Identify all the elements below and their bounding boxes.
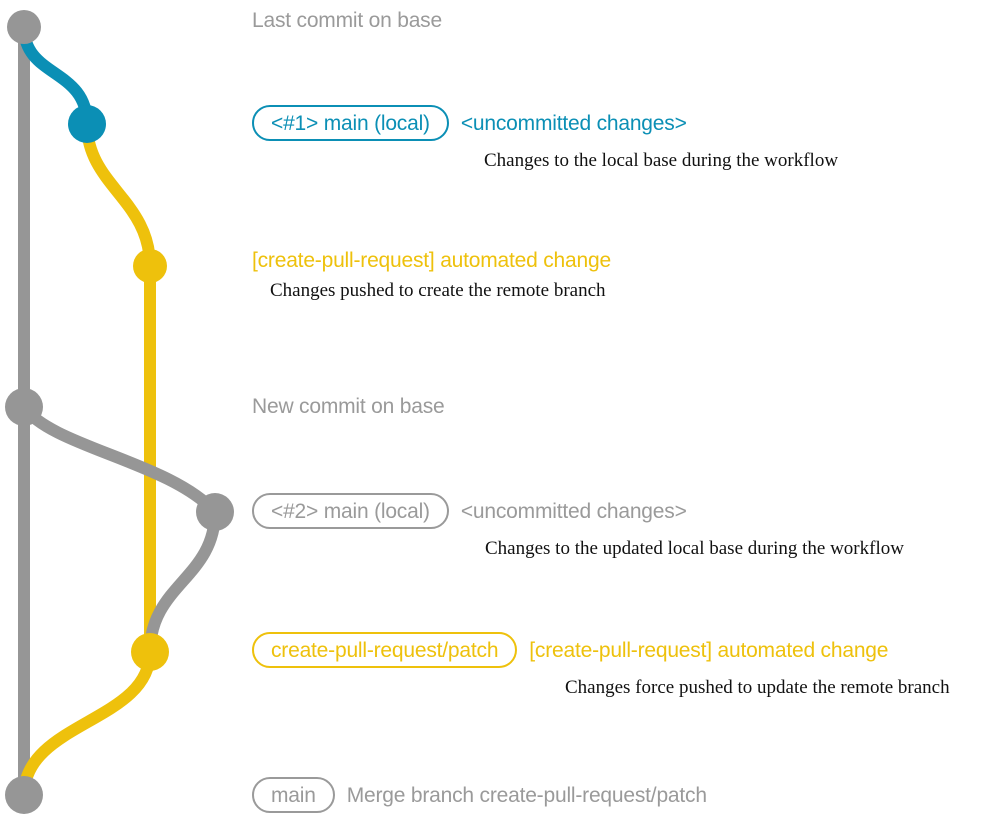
commit-description: Changes to the updated local base during… bbox=[485, 538, 904, 559]
local-merge-line-2 bbox=[144, 506, 221, 658]
node-patch-1 bbox=[133, 249, 167, 283]
commit-subject: <uncommitted changes> bbox=[460, 111, 687, 135]
row-head: create-pull-request/patch [create-pull-r… bbox=[252, 632, 950, 668]
row-automated-change-update: create-pull-request/patch [create-pull-r… bbox=[252, 632, 950, 699]
commit-subject: [create-pull-request] automated change bbox=[529, 638, 889, 662]
row-head: [create-pull-request] automated change bbox=[252, 250, 611, 271]
commit-subject: <uncommitted changes> bbox=[460, 499, 687, 523]
row-last-commit-on-base: Last commit on base bbox=[252, 10, 442, 31]
row-head: Last commit on base bbox=[252, 10, 442, 31]
row-new-commit-on-base: New commit on base bbox=[252, 395, 445, 418]
row-merge-commit: main Merge branch create-pull-request/pa… bbox=[252, 777, 707, 813]
node-local-2 bbox=[196, 493, 234, 531]
row-local-main-2: <#2> main (local) <uncommitted changes> … bbox=[252, 493, 904, 560]
commit-subject: Merge branch create-pull-request/patch bbox=[346, 783, 707, 807]
node-local-1 bbox=[68, 105, 106, 143]
commit-description: Changes force pushed to update the remot… bbox=[565, 677, 950, 698]
commit-subject: New commit on base bbox=[252, 395, 445, 418]
node-merge bbox=[5, 776, 43, 814]
commit-subject: [create-pull-request] automated change bbox=[252, 249, 611, 272]
branch-pill-create-pull-request-patch[interactable]: create-pull-request/patch bbox=[252, 632, 518, 668]
branch-pill-local-main-2[interactable]: <#2> main (local) bbox=[252, 493, 449, 529]
row-head: <#1> main (local) <uncommitted changes> bbox=[252, 105, 838, 141]
row-local-main-1: <#1> main (local) <uncommitted changes> … bbox=[252, 105, 838, 172]
branch-pill-main[interactable]: main bbox=[252, 777, 335, 813]
local-branch-line-2 bbox=[18, 401, 221, 518]
commit-subject: Last commit on base bbox=[252, 9, 442, 32]
node-patch-2 bbox=[131, 633, 169, 671]
row-head: main Merge branch create-pull-request/pa… bbox=[252, 777, 707, 813]
branch-pill-local-main-1[interactable]: <#1> main (local) bbox=[252, 105, 449, 141]
row-automated-change-create: [create-pull-request] automated change C… bbox=[252, 250, 611, 302]
node-base-new bbox=[5, 388, 43, 426]
row-head: <#2> main (local) <uncommitted changes> bbox=[252, 493, 904, 529]
patch-branch-line-1 bbox=[81, 118, 156, 272]
row-head: New commit on base bbox=[252, 395, 445, 418]
node-base-top bbox=[7, 10, 41, 44]
patch-merge-line bbox=[18, 646, 156, 801]
commit-description: Changes pushed to create the remote bran… bbox=[270, 280, 606, 301]
commit-description: Changes to the local base during the wor… bbox=[484, 150, 839, 171]
